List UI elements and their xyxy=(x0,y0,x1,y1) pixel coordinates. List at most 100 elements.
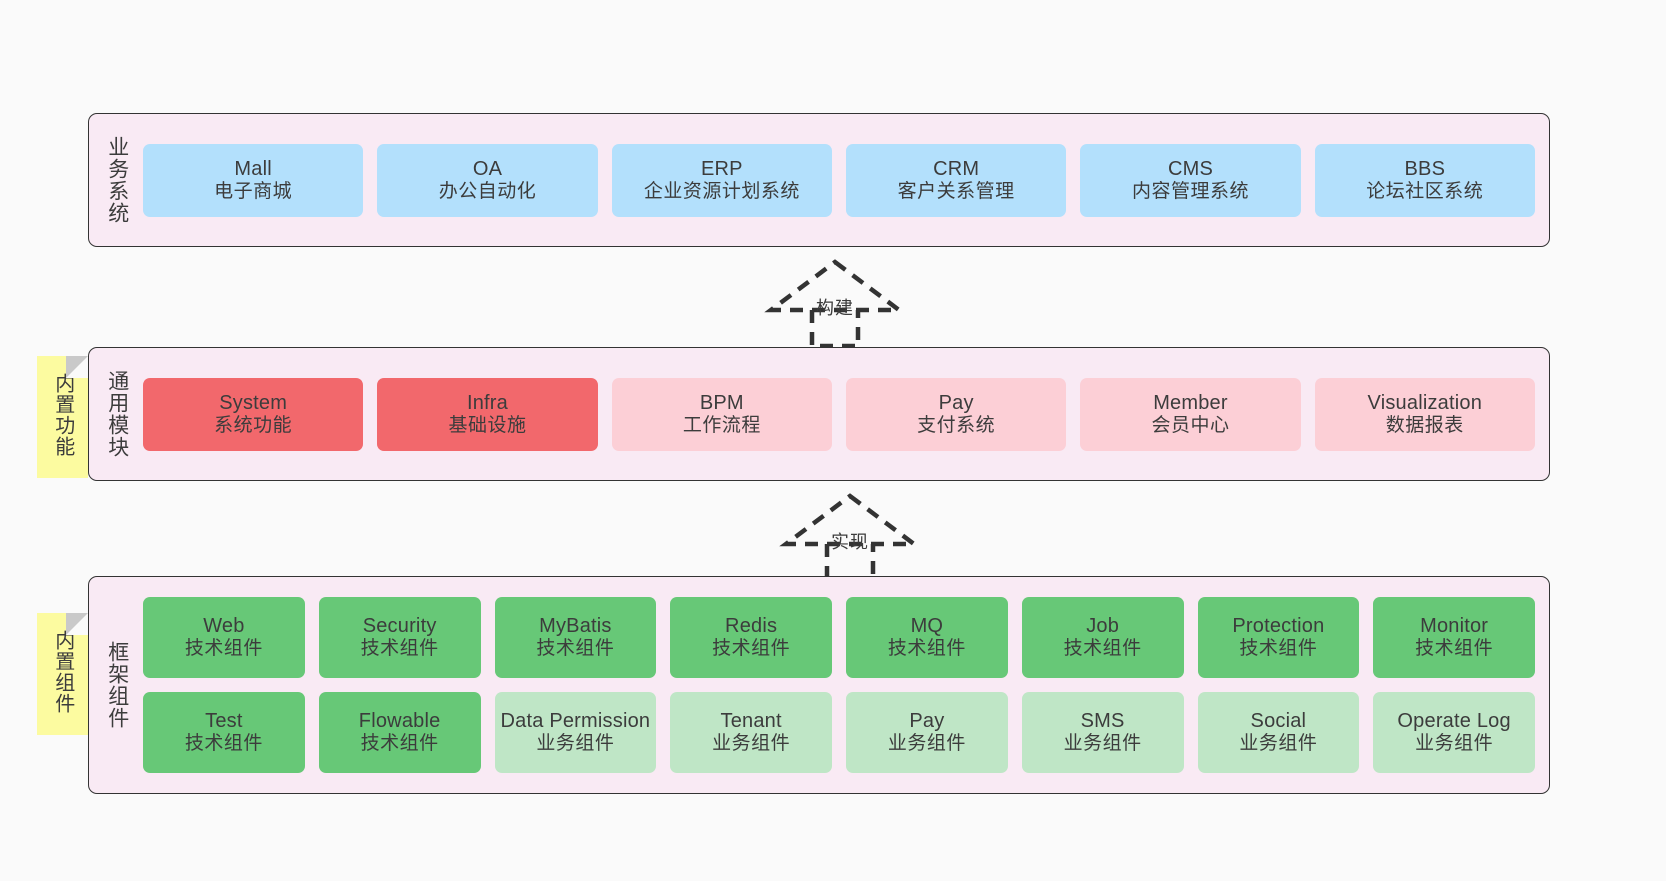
card-title: Operate Log xyxy=(1397,710,1511,733)
framework-card-operate-log[interactable]: Operate Log 业务组件 xyxy=(1373,692,1535,773)
card-subtitle: 业务组件 xyxy=(536,733,615,755)
card-title: Infra xyxy=(466,391,508,414)
card-title: BBS xyxy=(1404,157,1446,180)
card-subtitle: 工作流程 xyxy=(682,414,761,436)
implement-arrow-label: 实现 xyxy=(831,532,869,552)
card-subtitle: 技术组件 xyxy=(712,638,791,660)
module-card-member[interactable]: Member 会员中心 xyxy=(1080,377,1301,451)
framework-card-test[interactable]: Test 技术组件 xyxy=(143,692,305,773)
module-card-bpm[interactable]: BPM 工作流程 xyxy=(611,377,832,451)
card-title: Redis xyxy=(725,615,778,638)
common-modules-layer: 通用模块 System 系统功能 Infra 基础设施 BPM 工作流程 Pay… xyxy=(88,347,1550,481)
card-title: Pay xyxy=(909,710,945,733)
card-title: Tenant xyxy=(720,710,782,733)
card-title: CMS xyxy=(1167,157,1213,180)
build-arrow-shape xyxy=(764,259,906,349)
card-subtitle: 技术组件 xyxy=(184,638,263,660)
builtin-function-note: 内置功能 xyxy=(37,356,88,478)
card-title: Social xyxy=(1250,710,1307,733)
card-subtitle: 业务组件 xyxy=(1063,733,1142,755)
builtin-component-note: 内置组件 xyxy=(37,613,88,735)
card-subtitle: 技术组件 xyxy=(1239,638,1318,660)
framework-components-card-area: Web 技术组件 Security 技术组件 MyBatis 技术组件 Redi… xyxy=(139,585,1539,785)
framework-card-protection[interactable]: Protection 技术组件 xyxy=(1197,597,1360,678)
card-subtitle: 支付系统 xyxy=(917,414,996,436)
card-title: MyBatis xyxy=(539,615,612,638)
card-subtitle: 内容管理系统 xyxy=(1131,180,1249,202)
framework-card-mq[interactable]: MQ 技术组件 xyxy=(846,597,1008,678)
module-card-infra[interactable]: Infra 基础设施 xyxy=(377,377,598,451)
card-title: OA xyxy=(472,157,503,180)
module-card-visualization[interactable]: Visualization 数据报表 xyxy=(1314,377,1535,451)
business-card-cms[interactable]: CMS 内容管理系统 xyxy=(1080,143,1301,217)
card-subtitle: 业务组件 xyxy=(1415,733,1494,755)
framework-card-pay[interactable]: Pay 业务组件 xyxy=(846,692,1008,773)
business-card-crm[interactable]: CRM 客户关系管理 xyxy=(845,143,1067,217)
card-title: CRM xyxy=(933,157,980,180)
card-subtitle: 会员中心 xyxy=(1151,414,1230,436)
common-modules-card-area: System 系统功能 Infra 基础设施 BPM 工作流程 Pay 支付系统… xyxy=(139,356,1539,472)
card-title: Test xyxy=(205,710,243,733)
business-card-erp[interactable]: ERP 企业资源计划系统 xyxy=(611,143,832,217)
card-subtitle: 电子商城 xyxy=(214,180,293,202)
card-subtitle: 技术组件 xyxy=(184,733,263,755)
framework-card-monitor[interactable]: Monitor 技术组件 xyxy=(1373,597,1535,678)
card-subtitle: 基础设施 xyxy=(448,414,527,436)
builtin-component-note-label: 内置组件 xyxy=(51,630,74,714)
card-subtitle: 业务组件 xyxy=(887,733,966,755)
card-title: Web xyxy=(203,615,245,638)
business-system-layer: 业务系统 Mall 电子商城 OA 办公自动化 ERP 企业资源计划系统 CRM… xyxy=(88,113,1550,247)
card-title: Job xyxy=(1086,615,1120,638)
framework-card-data-permission[interactable]: Data Permission 业务组件 xyxy=(494,692,657,773)
framework-components-row-2: Test 技术组件 Flowable 技术组件 Data Permission … xyxy=(143,692,1535,773)
framework-card-web[interactable]: Web 技术组件 xyxy=(143,597,305,678)
business-card-bbs[interactable]: BBS 论坛社区系统 xyxy=(1314,143,1535,217)
build-arrow-label: 构建 xyxy=(816,298,854,318)
card-subtitle: 业务组件 xyxy=(712,733,791,755)
card-title: Data Permission xyxy=(500,710,651,733)
card-title: System xyxy=(219,391,288,414)
framework-card-security[interactable]: Security 技术组件 xyxy=(318,597,481,678)
module-card-pay[interactable]: Pay 支付系统 xyxy=(845,377,1067,451)
card-title: Member xyxy=(1153,391,1228,414)
card-subtitle: 技术组件 xyxy=(360,638,439,660)
card-subtitle: 技术组件 xyxy=(1415,638,1494,660)
common-modules-layer-title: 通用模块 xyxy=(105,370,129,458)
framework-card-social[interactable]: Social 业务组件 xyxy=(1197,692,1360,773)
card-subtitle: 客户关系管理 xyxy=(897,180,1015,202)
implement-connector-arrow: 实现 xyxy=(775,492,925,584)
common-modules-row: System 系统功能 Infra 基础设施 BPM 工作流程 Pay 支付系统… xyxy=(143,377,1535,451)
framework-card-mybatis[interactable]: MyBatis 技术组件 xyxy=(494,597,657,678)
framework-card-sms[interactable]: SMS 业务组件 xyxy=(1021,692,1184,773)
card-subtitle: 办公自动化 xyxy=(438,180,537,202)
framework-components-layer: 框架组件 Web 技术组件 Security 技术组件 MyBatis 技术组件… xyxy=(88,576,1550,794)
card-subtitle: 系统功能 xyxy=(214,414,293,436)
framework-card-tenant[interactable]: Tenant 业务组件 xyxy=(670,692,832,773)
card-title: BPM xyxy=(699,391,744,414)
framework-card-redis[interactable]: Redis 技术组件 xyxy=(670,597,832,678)
card-title: Visualization xyxy=(1367,391,1483,414)
framework-components-row-1: Web 技术组件 Security 技术组件 MyBatis 技术组件 Redi… xyxy=(143,597,1535,678)
framework-card-job[interactable]: Job 技术组件 xyxy=(1021,597,1184,678)
card-title: Mall xyxy=(234,157,272,180)
business-system-layer-title: 业务系统 xyxy=(105,136,129,224)
implement-arrow-shape xyxy=(779,493,921,583)
card-title: Flowable xyxy=(358,710,441,733)
business-card-oa[interactable]: OA 办公自动化 xyxy=(377,143,598,217)
business-card-mall[interactable]: Mall 电子商城 xyxy=(143,143,364,217)
card-subtitle: 技术组件 xyxy=(887,638,966,660)
card-title: Protection xyxy=(1232,615,1325,638)
card-title: MQ xyxy=(910,615,944,638)
business-system-card-area: Mall 电子商城 OA 办公自动化 ERP 企业资源计划系统 CRM 客户关系… xyxy=(139,122,1539,238)
card-subtitle: 企业资源计划系统 xyxy=(643,180,800,202)
card-subtitle: 技术组件 xyxy=(360,733,439,755)
framework-card-flowable[interactable]: Flowable 技术组件 xyxy=(318,692,481,773)
card-title: Security xyxy=(362,615,437,638)
card-title: Monitor xyxy=(1420,615,1489,638)
framework-components-layer-title: 框架组件 xyxy=(105,641,129,729)
builtin-function-note-label: 内置功能 xyxy=(51,373,74,457)
module-card-system[interactable]: System 系统功能 xyxy=(143,377,364,451)
business-system-row: Mall 电子商城 OA 办公自动化 ERP 企业资源计划系统 CRM 客户关系… xyxy=(143,143,1535,217)
card-title: SMS xyxy=(1080,710,1125,733)
card-title: Pay xyxy=(938,391,974,414)
